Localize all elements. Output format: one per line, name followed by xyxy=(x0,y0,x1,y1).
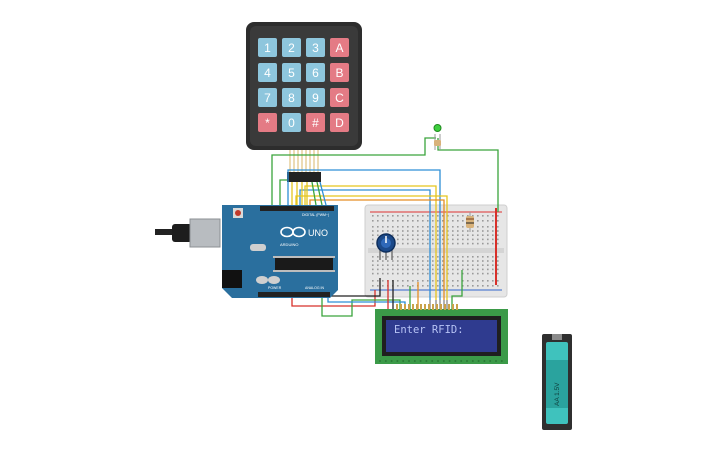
power-jack xyxy=(222,270,242,288)
keypad-key-C[interactable]: C xyxy=(330,88,349,107)
keypad-key-label: 5 xyxy=(288,66,295,80)
digital-pins-label: DIGITAL (PWM~) xyxy=(302,213,329,217)
keypad-key-1[interactable]: 1 xyxy=(258,38,277,57)
keypad-key-label: # xyxy=(312,116,319,130)
keypad-key-A[interactable]: A xyxy=(330,38,349,57)
arduino-uno[interactable]: UNO ARDUINO DIGITAL (PWM~) POWER ANALOG … xyxy=(155,205,338,298)
atmega-chip xyxy=(275,258,333,270)
keypad-key-label: 7 xyxy=(264,91,271,105)
keypad-key-B[interactable]: B xyxy=(330,63,349,82)
led-green[interactable] xyxy=(433,124,442,151)
keypad-key-hash[interactable]: # xyxy=(306,113,325,132)
usb-port xyxy=(189,218,221,248)
keypad-key-7[interactable]: 7 xyxy=(258,88,277,107)
keypad-key-label: 2 xyxy=(288,41,295,55)
lcd-pins xyxy=(396,304,458,310)
keypad-key-6[interactable]: 6 xyxy=(306,63,325,82)
analog-pins-label: ANALOG IN xyxy=(305,286,325,290)
battery-label: AA 1.5V xyxy=(554,382,561,406)
battery-aa[interactable]: AA 1.5V xyxy=(542,334,572,430)
resistor[interactable] xyxy=(466,212,474,232)
keypad-key-label: 3 xyxy=(312,41,319,55)
lcd-16x2[interactable]: Enter RFID: xyxy=(375,304,508,364)
usb-plug xyxy=(172,224,192,242)
breadboard-holes xyxy=(372,215,499,287)
lcd-text: Enter RFID: xyxy=(394,324,464,336)
keypad-key-label: D xyxy=(335,116,344,130)
arduino-brand-label: ARDUINO xyxy=(280,242,298,247)
keypad-key-label: A xyxy=(335,41,343,55)
reset-button xyxy=(235,210,241,216)
keypad-key-2[interactable]: 2 xyxy=(282,38,301,57)
keypad-key-label: 6 xyxy=(312,66,319,80)
keypad-connector xyxy=(287,150,321,182)
keypad-key-D[interactable]: D xyxy=(330,113,349,132)
keypad-key-label: 1 xyxy=(264,41,271,55)
power-pins-label: POWER xyxy=(268,286,282,290)
keypad-key-3[interactable]: 3 xyxy=(306,38,325,57)
keypad-key-label: B xyxy=(335,66,343,80)
keypad-keys: 1 2 3 A 4 5 6 B 7 8 9 C * 0 # D xyxy=(258,38,349,132)
keypad-key-label: 0 xyxy=(288,116,295,130)
arduino-model-label: UNO xyxy=(308,228,328,238)
wires xyxy=(271,137,499,317)
potentiometer[interactable] xyxy=(376,233,396,260)
keypad-key-5[interactable]: 5 xyxy=(282,63,301,82)
keypad-key-label: 4 xyxy=(264,66,271,80)
keypad-key-label: C xyxy=(335,91,344,105)
keypad-key-label: * xyxy=(265,116,270,130)
arduino-logo-icon xyxy=(280,226,306,238)
keypad-4x4[interactable]: 1 2 3 A 4 5 6 B 7 8 9 C * 0 # D xyxy=(246,22,362,182)
keypad-key-4[interactable]: 4 xyxy=(258,63,277,82)
keypad-key-0[interactable]: 0 xyxy=(282,113,301,132)
keypad-key-label: 9 xyxy=(312,91,319,105)
keypad-key-8[interactable]: 8 xyxy=(282,88,301,107)
led-resistor xyxy=(434,140,441,146)
keypad-key-label: 8 xyxy=(288,91,295,105)
keypad-key-9[interactable]: 9 xyxy=(306,88,325,107)
keypad-key-star[interactable]: * xyxy=(258,113,277,132)
lcd-screen xyxy=(386,320,497,352)
